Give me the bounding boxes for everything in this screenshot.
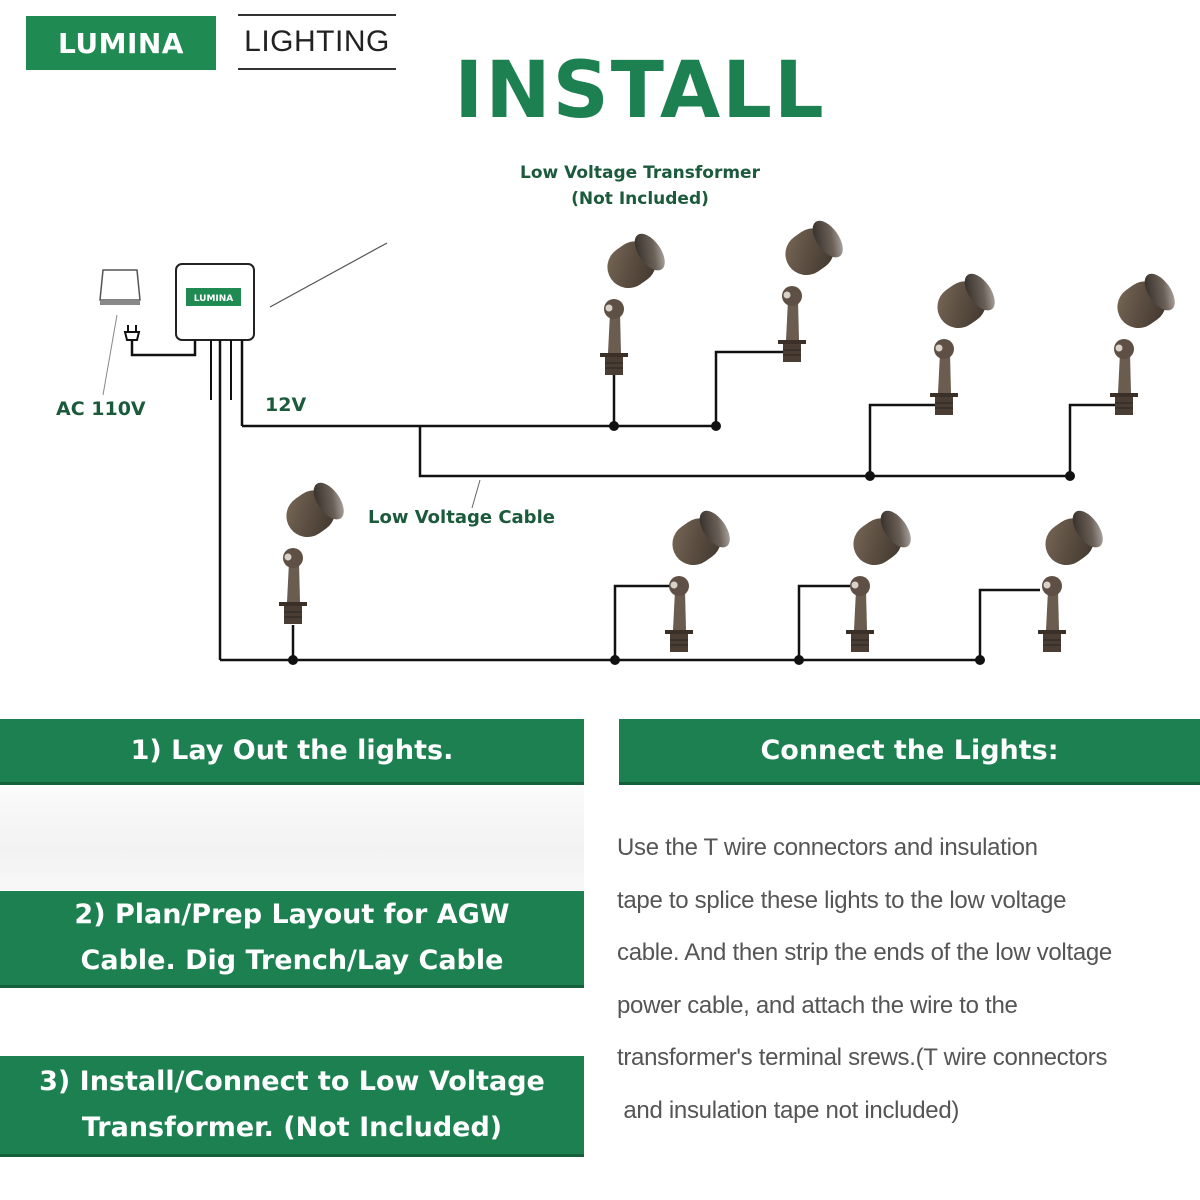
connect-heading-banner: Connect the Lights:	[619, 719, 1200, 785]
brand-logo: LUMINA	[26, 16, 216, 70]
step-3-banner: 3) Install/Connect to Low Voltage Transf…	[0, 1056, 584, 1157]
spotlight-icon	[928, 268, 1002, 416]
transformer-label-line1: Low Voltage Transformer	[520, 163, 760, 183]
brand-suffix-text: LIGHTING	[244, 25, 390, 58]
wiring-diagram: LUMINA	[99, 215, 1182, 665]
spotlight-icon	[663, 505, 737, 653]
description-line: Use the T wire connectors and insulation	[617, 834, 1038, 861]
spotlight-icon	[598, 228, 672, 376]
connect-description: Use the T wire connectors and insulation…	[617, 822, 1197, 1137]
brand-suffix: LIGHTING	[238, 14, 396, 70]
lower-cable	[220, 584, 1040, 662]
plug-icon	[123, 325, 197, 357]
ac-voltage-label: AC 110V	[56, 398, 146, 420]
spotlight-icon	[776, 215, 850, 363]
step-2-label-line2: Cable. Dig Trench/Lay Cable	[80, 945, 504, 976]
spotlight-icon	[1036, 505, 1110, 653]
power-outlet-icon	[99, 269, 141, 305]
junction-dots	[288, 421, 1075, 665]
transformer-label: Low Voltage Transformer (Not Included)	[480, 160, 800, 212]
step-3-label-line2: Transformer. (Not Included)	[81, 1112, 503, 1143]
description-line: and insulation tape not included)	[617, 1096, 960, 1124]
spotlight-icon	[277, 477, 351, 625]
transformer-label-line2: (Not Included)	[571, 189, 709, 209]
spotlight-icon	[844, 505, 918, 653]
step-2-label-line1: 2) Plan/Prep Layout for AGW	[74, 899, 510, 930]
description-line: tape to splice these lights to the low v…	[617, 886, 1067, 914]
step-1-banner: 1) Lay Out the lights.	[0, 719, 584, 785]
transformer-badge: LUMINA	[194, 294, 234, 304]
connect-heading: Connect the Lights:	[760, 735, 1059, 766]
step-1-label: 1) Lay Out the lights.	[130, 735, 454, 766]
description-line: cable. And then strip the ends of the lo…	[617, 939, 1112, 966]
transformer-icon: LUMINA	[175, 263, 255, 660]
divider-band	[0, 786, 584, 890]
upper-cable	[242, 350, 1130, 478]
brand-name: LUMINA	[58, 26, 184, 60]
step-3-label-line1: 3) Install/Connect to Low Voltage	[39, 1066, 545, 1097]
spotlight-icon	[1108, 268, 1182, 416]
step-2-banner: 2) Plan/Prep Layout for AGW Cable. Dig T…	[0, 891, 584, 988]
description-line: transformer's terminal srews.(T wire con…	[617, 1044, 1108, 1071]
cable-label: Low Voltage Cable	[368, 507, 555, 528]
dc-voltage-label: 12V	[265, 394, 307, 416]
page-title: INSTALL	[454, 46, 826, 136]
description-line: power cable, and attach the wire to the	[617, 991, 1018, 1019]
